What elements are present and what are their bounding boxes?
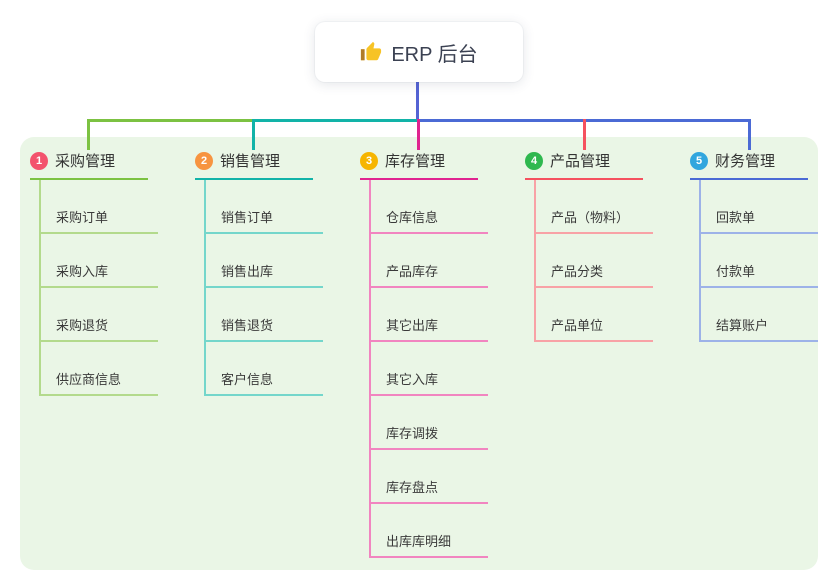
child-node-label: 采购入库 [41,261,158,288]
child-node-label: 出库库明细 [371,531,488,558]
mindmap-child-node[interactable]: 其它入库 [371,342,520,396]
child-node-label: 销售订单 [206,207,323,234]
branch-title: 库存管理 [385,153,446,170]
child-node-label: 产品（物料） [536,207,653,234]
branch-title: 销售管理 [220,153,281,170]
child-node-label: 其它入库 [371,369,488,396]
child-node-label: 付款单 [701,261,818,288]
mindmap-child-node[interactable]: 付款单 [701,234,839,288]
mindmap-branch: 4 产品管理 产品（物料） 产品分类 产品单位 [525,150,685,342]
mindmap-child-node[interactable]: 结算账户 [701,288,839,342]
mindmap-child-node[interactable]: 采购退货 [41,288,190,342]
branch-number-badge: 3 [360,151,378,170]
child-node-label: 回款单 [701,207,818,234]
branch-drop-line-5 [748,119,751,150]
branch-number-badge: 5 [690,151,708,170]
child-node-label: 销售出库 [206,261,323,288]
branch-drop-line-1 [87,119,90,150]
branch-children: 采购订单 采购入库 采购退货 供应商信息 [39,180,190,396]
child-node-label: 销售退货 [206,315,323,342]
mindmap-child-node[interactable]: 产品（物料） [536,180,685,234]
branch-title: 财务管理 [715,153,776,170]
mindmap-branch: 3 库存管理 仓库信息 产品库存 其它出库 其它入库 库存调拨 库存盘点 出库库… [360,150,520,558]
child-node-label: 采购退货 [41,315,158,342]
mindmap-child-node[interactable]: 采购订单 [41,180,190,234]
mindmap-child-node[interactable]: 产品单位 [536,288,685,342]
mindmap-child-node[interactable]: 供应商信息 [41,342,190,396]
mindmap-child-node[interactable]: 库存调拨 [371,396,520,450]
branch-drop-line-3 [417,119,420,150]
bar-segment-branch-2 [253,119,418,122]
branch-number-badge: 1 [30,151,48,170]
child-node-label: 仓库信息 [371,207,488,234]
mindmap-child-node[interactable]: 回款单 [701,180,839,234]
mindmap-branch: 5 财务管理 回款单 付款单 结算账户 [690,150,839,342]
branch-children: 销售订单 销售出库 销售退货 客户信息 [204,180,355,396]
mindmap-child-node[interactable]: 其它出库 [371,288,520,342]
branch-children: 产品（物料） 产品分类 产品单位 [534,180,685,342]
branch-number-badge: 2 [195,151,213,170]
child-node-label: 其它出库 [371,315,488,342]
mindmap-child-node[interactable]: 产品库存 [371,234,520,288]
child-node-label: 产品分类 [536,261,653,288]
branch-title: 采购管理 [55,153,116,170]
mindmap-background-panel [20,137,818,570]
mindmap-child-node[interactable]: 销售订单 [206,180,355,234]
child-node-label: 供应商信息 [41,369,158,396]
branch-drop-line-2 [252,119,255,150]
root-node-title: ERP 后台 [391,43,478,66]
child-node-label: 库存盘点 [371,477,488,504]
branch-children: 回款单 付款单 结算账户 [699,180,839,342]
child-node-label: 产品库存 [371,261,488,288]
thumbs-up-icon [360,41,382,63]
mindmap-branch-node[interactable]: 1 采购管理 [30,150,148,180]
branch-title: 产品管理 [550,153,611,170]
mindmap-child-node[interactable]: 库存盘点 [371,450,520,504]
mindmap-child-node[interactable]: 出库库明细 [371,504,520,558]
mindmap-root-node[interactable]: ERP 后台 [315,22,523,82]
child-node-label: 采购订单 [41,207,158,234]
mindmap-branch-node[interactable]: 4 产品管理 [525,150,643,180]
root-stem-line [416,82,419,120]
mindmap-branch-node[interactable]: 5 财务管理 [690,150,808,180]
mindmap-child-node[interactable]: 仓库信息 [371,180,520,234]
mindmap-child-node[interactable]: 销售退货 [206,288,355,342]
child-node-label: 结算账户 [701,315,818,342]
branch-drop-line-4 [583,119,586,150]
mindmap-child-node[interactable]: 采购入库 [41,234,190,288]
branch-children: 仓库信息 产品库存 其它出库 其它入库 库存调拨 库存盘点 出库库明细 [369,180,520,558]
mindmap-child-node[interactable]: 客户信息 [206,342,355,396]
mindmap-child-node[interactable]: 产品分类 [536,234,685,288]
child-node-label: 库存调拨 [371,423,488,450]
mindmap-child-node[interactable]: 销售出库 [206,234,355,288]
branch-number-badge: 4 [525,151,543,170]
child-node-label: 产品单位 [536,315,653,342]
child-node-label: 客户信息 [206,369,323,396]
mindmap-branch: 1 采购管理 采购订单 采购入库 采购退货 供应商信息 [30,150,190,396]
bar-segment-branch-1 [87,119,255,122]
mindmap-branch-node[interactable]: 3 库存管理 [360,150,478,180]
mindmap-branch: 2 销售管理 销售订单 销售出库 销售退货 客户信息 [195,150,355,396]
mindmap-branch-node[interactable]: 2 销售管理 [195,150,313,180]
